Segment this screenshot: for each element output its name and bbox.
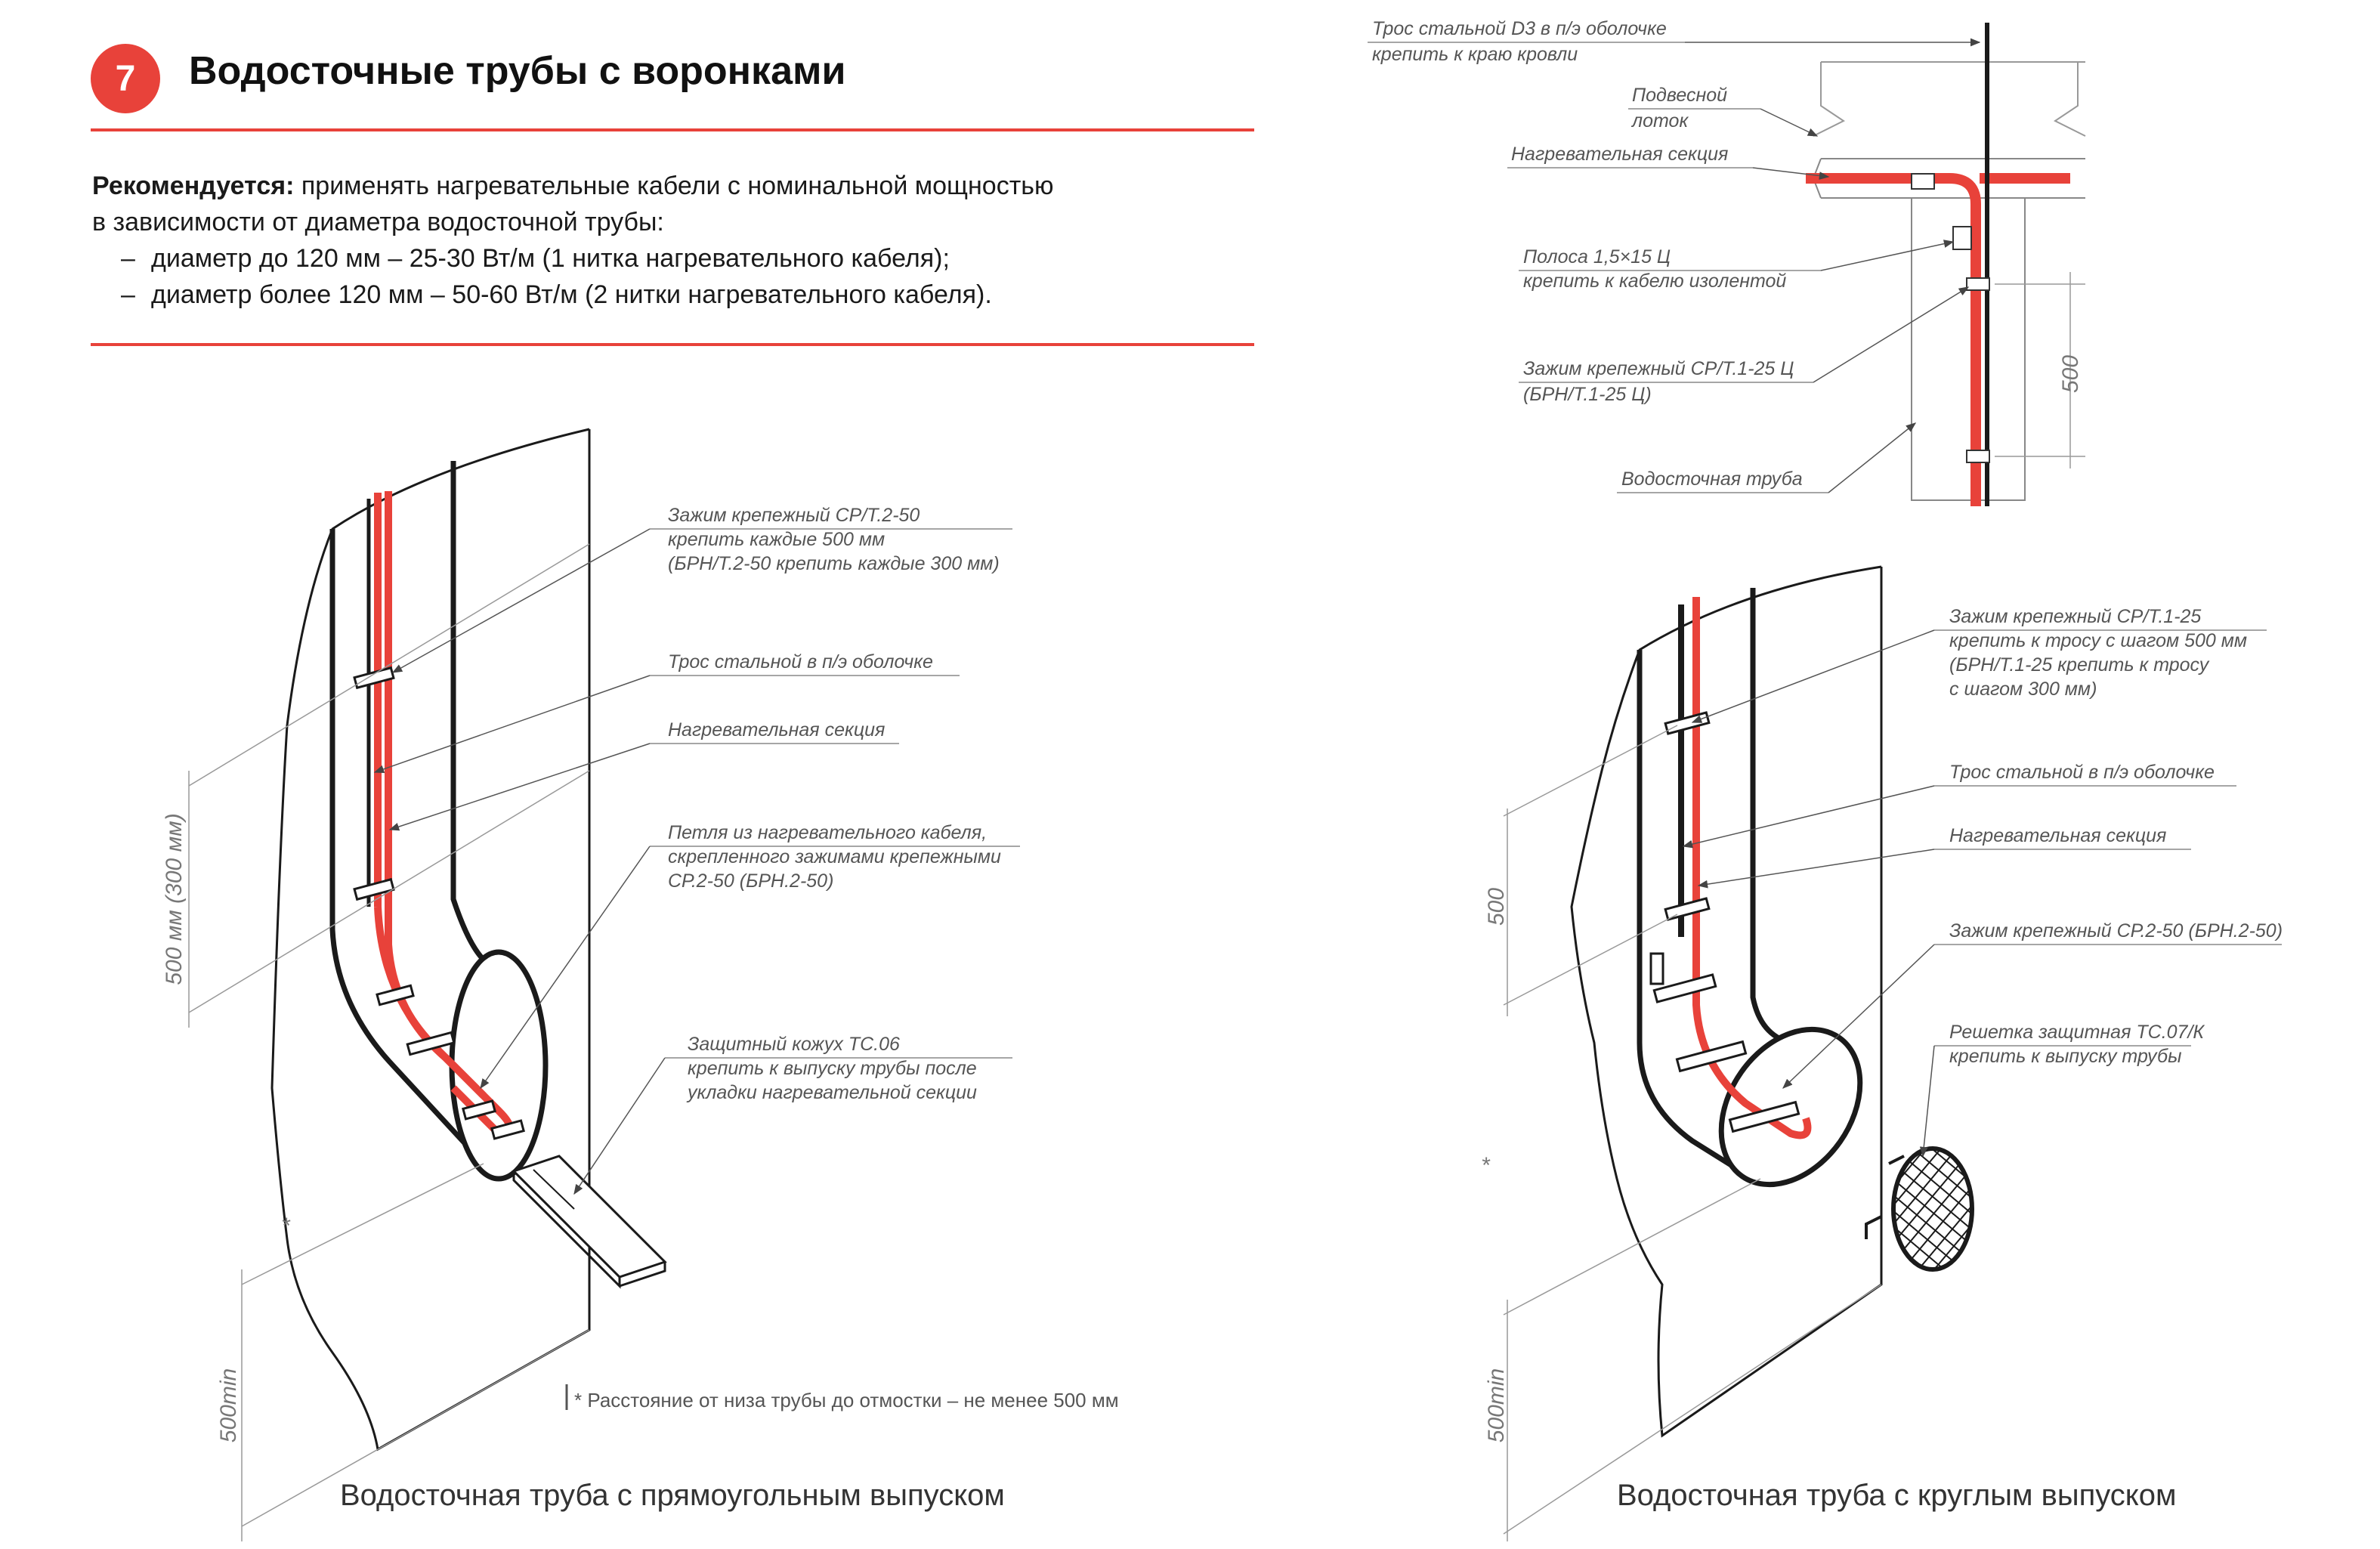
label-clamp-left: Зажим крепежный СР/Т.2-50 bbox=[668, 505, 920, 526]
svg-text:скрепленного зажимами крепежны: скрепленного зажимами крепежными bbox=[668, 846, 1001, 867]
label-strip: Полоса 1,5×15 Ц bbox=[1523, 246, 1671, 267]
svg-text:крепить к тросу с шагом 500 мм: крепить к тросу с шагом 500 мм bbox=[1949, 630, 2247, 651]
list-item: –диаметр до 120 мм – 25-30 Вт/м (1 нитка… bbox=[121, 244, 950, 273]
label-heating-section-top: Нагревательная секция bbox=[1511, 144, 1728, 165]
svg-text:(БРН/Т.1-25 крепить к тросу: (БРН/Т.1-25 крепить к тросу bbox=[1949, 654, 2210, 676]
label-heating-section-right: Нагревательная секция bbox=[1949, 825, 2166, 846]
recommendation-text-1: применять нагревательные кабели с номина… bbox=[294, 172, 1054, 200]
svg-text:укладки нагревательной секции: укладки нагревательной секции bbox=[686, 1082, 977, 1103]
section-number-badge: 7 bbox=[91, 44, 160, 113]
top-right-diagram: 500 Трос стальной D3 в п/э оболочке креп… bbox=[1368, 18, 2086, 506]
recommendation-block: Рекомендуется: применять нагревательные … bbox=[92, 168, 1054, 313]
svg-text:крепить к краю кровли: крепить к краю кровли bbox=[1372, 44, 1578, 65]
caption-left: Водосточная труба с прямоугольным выпуск… bbox=[340, 1479, 1005, 1512]
label-clamp-2-50-right: Зажим крепежный СР.2-50 (БРН.2-50) bbox=[1949, 920, 2283, 941]
dimension-500-300: 500 мм (300 мм) bbox=[162, 813, 187, 985]
header-divider bbox=[91, 128, 1254, 131]
label-steel-cable-d3: Трос стальной D3 в п/э оболочке bbox=[1372, 18, 1667, 39]
downpipe-left-wall bbox=[329, 529, 486, 1166]
svg-text:крепить каждые 500 мм: крепить каждые 500 мм bbox=[668, 529, 885, 550]
label-cable-loop: Петля из нагревательного кабеля, bbox=[668, 822, 987, 843]
pipe-outlet bbox=[449, 949, 549, 1182]
svg-text:крепить к выпуску трубы после: крепить к выпуску трубы после bbox=[688, 1058, 977, 1079]
downpipe-right-wall bbox=[450, 461, 486, 962]
right-diagram: 500 500min * Зажим крепежный СР/Т.1-25 к… bbox=[1481, 565, 2283, 1541]
left-diagram: 500 мм (300 мм) 500min * Зажим крепежный… bbox=[162, 428, 1119, 1541]
label-protective-grid: Решетка защитная ТС.07/К bbox=[1949, 1022, 2205, 1043]
footnote-text: * Расстояние от низа трубы до отмостки –… bbox=[574, 1389, 1119, 1411]
label-clamp-right: Зажим крепежный СР/Т.1-25 bbox=[1949, 606, 2201, 627]
downpipe-right-wall-right bbox=[1750, 588, 1791, 1046]
downpipe-left-wall-right bbox=[1637, 650, 1754, 1181]
label-heating-section-left: Нагревательная секция bbox=[668, 719, 885, 740]
label-steel-cable-right: Трос стальной в п/э оболочке bbox=[1949, 762, 2215, 783]
heating-section-right bbox=[1692, 597, 1812, 1139]
recommendation-lead: Рекомендуется: bbox=[92, 172, 295, 200]
wall-outline bbox=[270, 428, 591, 1452]
list-item: –диаметр более 120 мм – 50-60 Вт/м (2 ни… bbox=[121, 280, 992, 309]
heating-section bbox=[1806, 173, 1981, 506]
footnote-star-right: * bbox=[1481, 1153, 1491, 1178]
dimension-500-right: 500 bbox=[1484, 888, 1509, 926]
label-gutter: Подвесной bbox=[1632, 85, 1727, 106]
svg-text:лоток: лоток bbox=[1630, 110, 1689, 131]
svg-text:крепить к кабелю изолентой: крепить к кабелю изолентой bbox=[1523, 271, 1786, 292]
wall-outline-right bbox=[1570, 565, 1883, 1438]
section-header: 7 Водосточные трубы с воронками bbox=[91, 44, 1254, 134]
intro-divider bbox=[91, 343, 1254, 346]
label-protective-cover: Защитный кожух ТС.06 bbox=[688, 1034, 900, 1055]
label-clamp-top: Зажим крепежный СР/Т.1-25 Ц bbox=[1523, 358, 1794, 379]
page-title: Водосточные трубы с воронками bbox=[189, 49, 846, 93]
dimension-500min-left: 500min bbox=[216, 1368, 241, 1442]
label-steel-cable-left: Трос стальной в п/э оболочке bbox=[668, 651, 933, 672]
svg-text:(БРН/Т.2-50 крепить каждые 300: (БРН/Т.2-50 крепить каждые 300 мм) bbox=[668, 553, 1000, 574]
caption-right: Водосточная труба с круглым выпуском bbox=[1617, 1479, 2176, 1512]
svg-text:с шагом 300 мм): с шагом 300 мм) bbox=[1949, 679, 2097, 700]
dimension-500: 500 bbox=[2058, 355, 2083, 393]
svg-text:СР.2-50 (БРН.2-50): СР.2-50 (БРН.2-50) bbox=[668, 870, 833, 892]
svg-text:(БРН/Т.1-25 Ц): (БРН/Т.1-25 Ц) bbox=[1523, 384, 1652, 405]
svg-text:крепить к выпуску трубы: крепить к выпуску трубы bbox=[1949, 1046, 2182, 1067]
dimension-500min-right: 500min bbox=[1484, 1368, 1509, 1442]
protective-grid bbox=[1891, 1146, 1974, 1272]
footnote-star-left: * bbox=[281, 1214, 291, 1238]
label-downpipe: Водосточная труба bbox=[1621, 468, 1803, 490]
recommendation-text-2: в зависимости от диаметра водосточной тр… bbox=[92, 208, 664, 237]
